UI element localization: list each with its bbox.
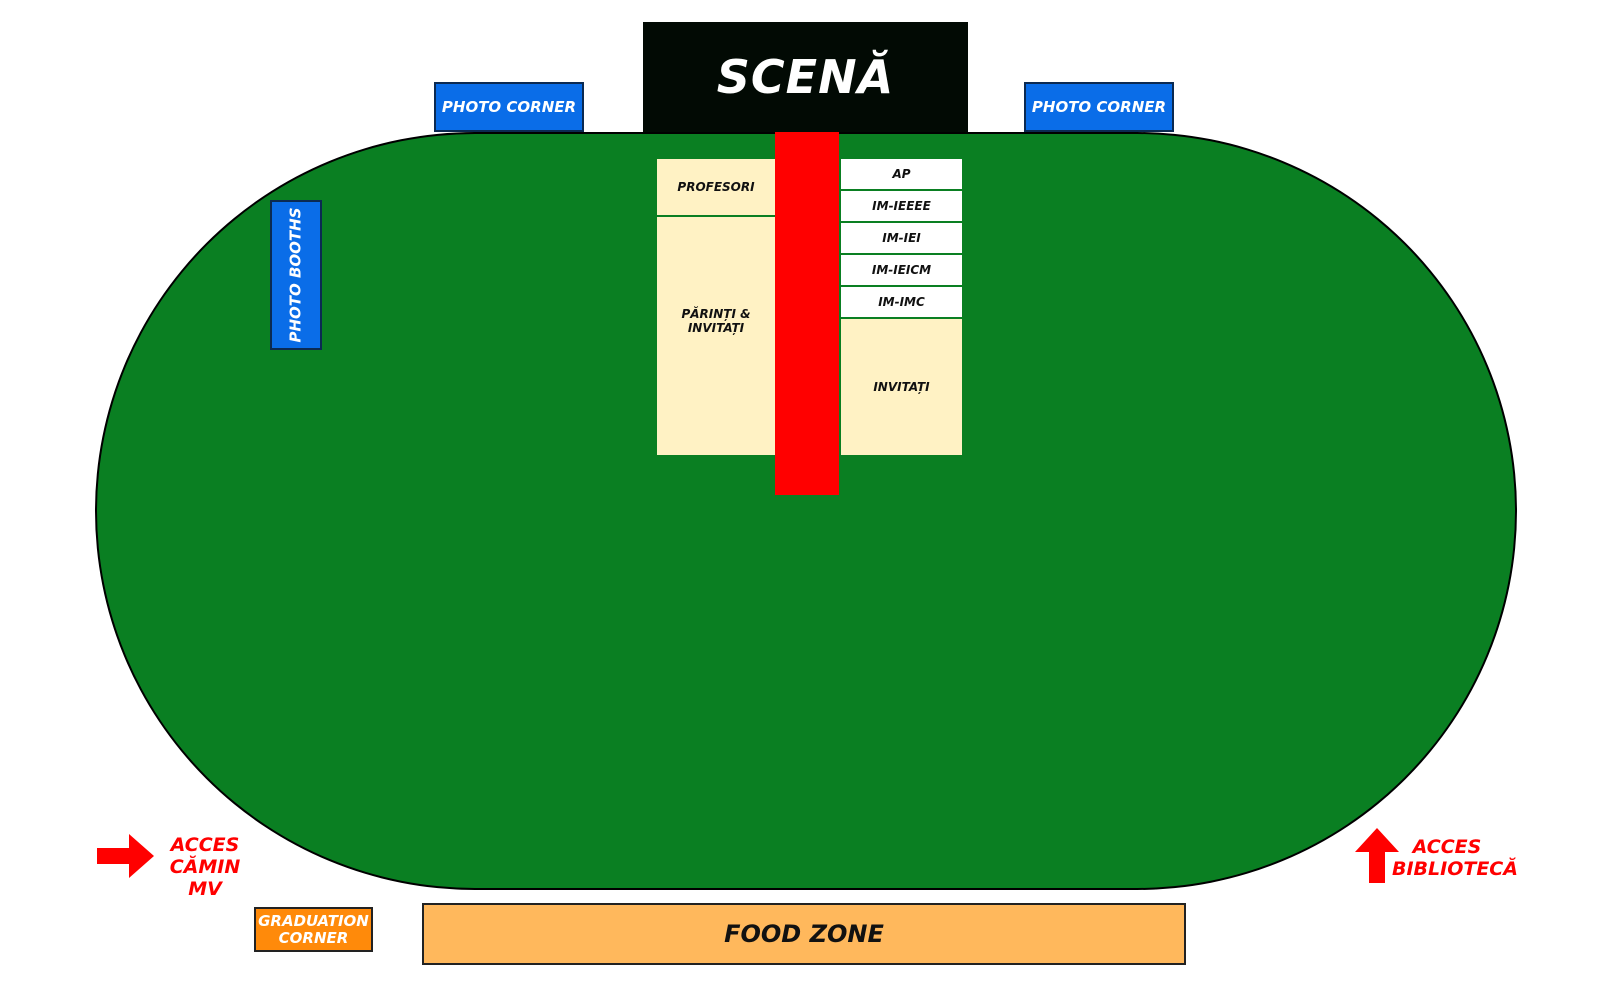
photo-corner-right-label: PHOTO CORNER xyxy=(1031,98,1167,116)
seating-divider xyxy=(841,221,962,223)
seating-im-imc-label: IM-IMC xyxy=(878,295,925,309)
access-biblioteca-line2: BIBLIOTECĂ xyxy=(1392,858,1518,880)
seating-divider xyxy=(841,317,962,319)
seating-parinti-invitati: PĂRINȚI & INVITAȚI xyxy=(657,217,775,455)
seating-im-ieicm-label: IM-IEICM xyxy=(871,263,932,277)
seating-profesori: PROFESORI xyxy=(657,159,775,215)
seating-im-ieicm: IM-IEICM xyxy=(841,255,962,285)
arrow-right-icon xyxy=(97,834,154,878)
seating-invitati-label: INVITAȚI xyxy=(873,380,930,394)
access-camin-mv: ACCES CĂMIN MV xyxy=(155,834,255,900)
graduation-corner: GRADUATION CORNER xyxy=(254,907,373,952)
seating-im-imc: IM-IMC xyxy=(841,287,962,317)
seating-im-ieeee: IM-IEEEE xyxy=(841,191,962,221)
food-zone: FOOD ZONE xyxy=(422,903,1186,965)
seating-divider xyxy=(841,253,962,255)
access-biblioteca: ACCES BIBLIOTECĂ xyxy=(1392,836,1518,880)
photo-corner-right: PHOTO CORNER xyxy=(1024,82,1174,132)
photo-corner-left-label: PHOTO CORNER xyxy=(441,98,577,116)
seating-ap: AP xyxy=(841,159,962,189)
photo-booths: PHOTO BOOTHS xyxy=(270,200,322,350)
food-zone-label: FOOD ZONE xyxy=(724,920,884,948)
seating-profesori-label: PROFESORI xyxy=(677,180,755,194)
seating-im-iei: IM-IEI xyxy=(841,223,962,253)
access-biblioteca-line1: ACCES xyxy=(1412,836,1482,858)
photo-booths-label: PHOTO BOOTHS xyxy=(287,207,305,343)
seating-divider xyxy=(657,215,775,217)
seating-parinti-invitati-label: PĂRINȚI & INVITAȚI xyxy=(681,307,751,335)
stage-label: SCENĂ xyxy=(716,50,895,104)
arrow-up-icon xyxy=(1355,828,1399,883)
seating-divider xyxy=(841,285,962,287)
seating-ap-label: AP xyxy=(892,167,911,181)
seating-invitati: INVITAȚI xyxy=(841,319,962,455)
photo-corner-left: PHOTO CORNER xyxy=(434,82,584,132)
central-aisle xyxy=(775,132,839,495)
graduation-corner-label: GRADUATION CORNER xyxy=(258,911,369,947)
seating-divider xyxy=(841,189,962,191)
seating-im-ieeee-label: IM-IEEEE xyxy=(872,199,931,213)
stage: SCENĂ xyxy=(643,22,968,132)
access-camin-line1: ACCES xyxy=(170,834,240,856)
access-camin-line2: CĂMIN MV xyxy=(169,856,241,900)
seating-im-iei-label: IM-IEI xyxy=(882,231,921,245)
